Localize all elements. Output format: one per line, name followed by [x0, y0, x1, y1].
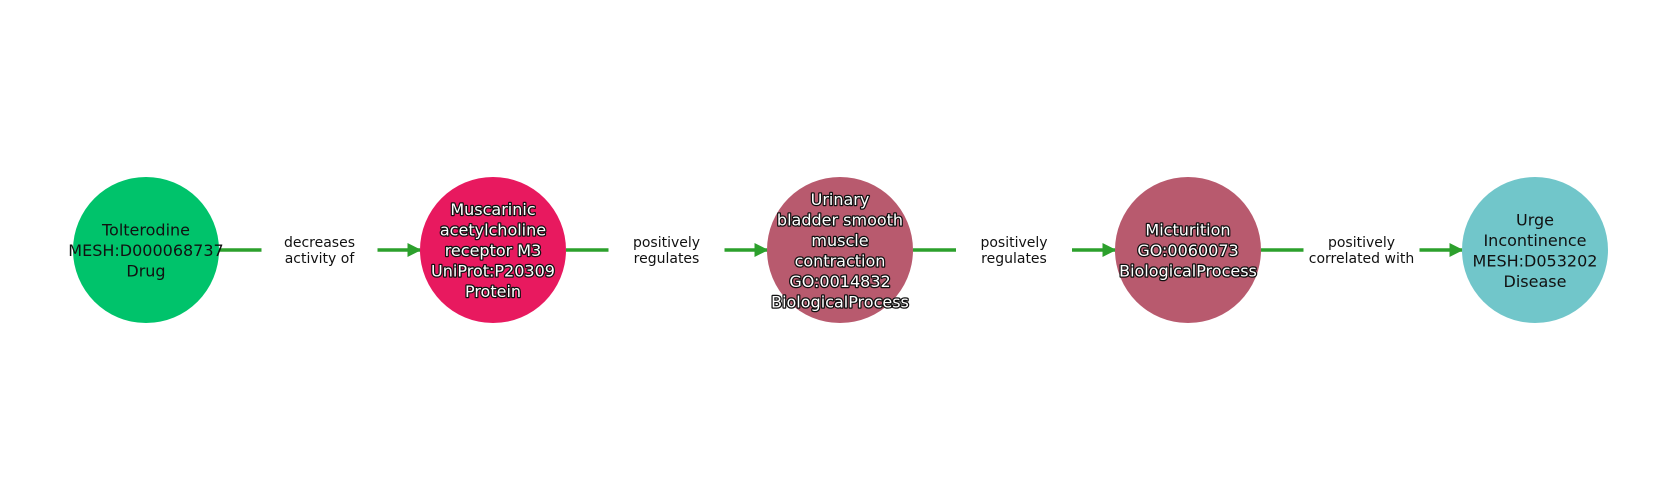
node-label-line: BiologicalProcess [1119, 262, 1257, 281]
edge-label-line: decreases [284, 235, 355, 251]
node-circle [1115, 177, 1261, 323]
edge-label-line: positively [633, 235, 700, 251]
node-label-line: bladder smooth [777, 210, 903, 229]
node-label-line: acetylcholine [440, 221, 546, 240]
node-label-line: Urge [1516, 210, 1554, 229]
node-label-line: MESH:D053202 [1473, 251, 1598, 270]
node-label-line: Muscarinic [450, 200, 535, 219]
node-label-line: Incontinence [1483, 231, 1586, 250]
edge-label-line: positively [980, 235, 1047, 251]
node-label-line: Drug [126, 262, 165, 281]
node-label-line: Protein [465, 282, 521, 301]
node-label-line: GO:0060073 [1137, 241, 1238, 260]
node-label-line: BiologicalProcess [771, 292, 909, 311]
node-circle [767, 177, 913, 323]
node-circle [73, 177, 219, 323]
node-label-line: contraction [795, 251, 886, 270]
node-label-line: receptor M3 [445, 241, 542, 260]
node-label-line: muscle [811, 231, 868, 250]
node-label-line: UniProt:P20309 [431, 262, 555, 281]
node-label-line: MESH:D000068737 [68, 241, 223, 260]
node-circle [1462, 177, 1608, 323]
edge-label-line: activity of [285, 251, 356, 267]
edge-label-line: correlated with [1309, 251, 1414, 267]
edge-label-line: positively [1328, 235, 1395, 251]
edge-label-line: regulates [981, 251, 1047, 267]
node-label-line: Micturition [1145, 221, 1230, 240]
node-circle [420, 177, 566, 323]
edge-label-line: regulates [634, 251, 700, 267]
node-label-line: Tolterodine [101, 221, 190, 240]
node-label-line: Disease [1504, 272, 1567, 291]
node-label-line: Urinary [811, 190, 870, 209]
node-label-line: GO:0014832 [789, 272, 890, 291]
